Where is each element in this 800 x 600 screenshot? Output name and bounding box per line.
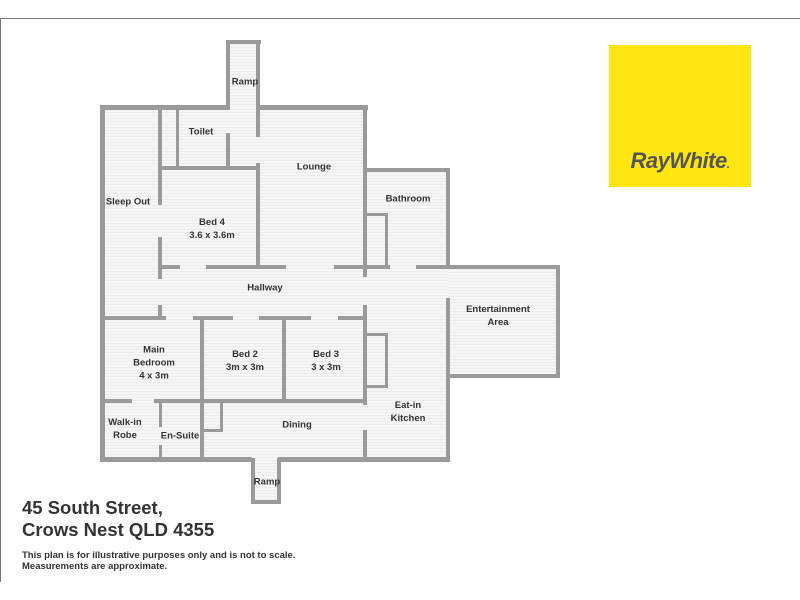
disclaimer-line1: This plan is for illustrative purposes o…	[22, 550, 296, 561]
property-address: 45 South Street, Crows Nest QLD 4355	[22, 497, 214, 541]
floor-east-block	[366, 170, 448, 459]
wall	[220, 402, 223, 432]
wall	[363, 305, 367, 405]
room-label-kitchen: Eat-in Kitchen	[391, 399, 426, 425]
wall	[366, 385, 388, 388]
room-dimensions: 3m x 3m	[225, 362, 265, 373]
room-name: Walk-in	[108, 417, 142, 428]
room-dimensions: 3.6 x 3.6m	[189, 230, 235, 241]
wall	[256, 105, 368, 110]
room-name-line2: Area	[487, 317, 509, 328]
wall	[160, 265, 180, 269]
wall	[446, 168, 450, 268]
address-line2: Crows Nest QLD 4355	[22, 519, 215, 540]
room-name-line2: Robe	[113, 430, 137, 441]
wall	[251, 500, 281, 504]
wall	[256, 40, 260, 108]
wall	[338, 316, 366, 320]
wall	[203, 429, 223, 432]
room-name: Main	[143, 344, 165, 356]
wall	[334, 265, 390, 269]
wall	[226, 40, 261, 44]
wall	[100, 105, 230, 110]
wall	[366, 213, 388, 216]
room-label-bathroom: Bathroom	[385, 193, 431, 205]
room-label-entertainment: Entertainment Area	[466, 303, 530, 329]
wall	[193, 316, 233, 320]
wall	[256, 163, 260, 269]
wall	[226, 133, 230, 169]
room-label-ramp-top: Ramp	[231, 76, 259, 88]
room-label-ramp-bottom: Ramp	[253, 476, 281, 488]
wall	[226, 40, 230, 108]
room-name-line2: Kitchen	[390, 413, 426, 424]
frame-top-border	[0, 18, 800, 19]
room-label-main-bedroom: Main Bedroom 4 x 3m	[133, 344, 175, 383]
room-name: Entertainment	[466, 304, 530, 315]
wall	[159, 399, 162, 427]
wall	[158, 305, 162, 319]
wall	[363, 430, 367, 462]
raywhite-logo: RayWhite.	[609, 45, 751, 187]
wall	[363, 105, 367, 277]
room-dimensions: 3 x 3m	[311, 362, 341, 373]
wall	[159, 445, 162, 461]
address-line1: 45 South Street,	[22, 497, 163, 518]
room-name-line2: Bedroom	[133, 357, 175, 369]
wall	[363, 168, 450, 172]
room-label-sleep-out: Sleep Out	[105, 196, 151, 208]
room-label-bed-4: Bed 4 3.6 x 3.6m	[189, 216, 234, 242]
room-label-walk-in-robe: Walk-in Robe	[108, 416, 141, 442]
wall	[100, 105, 105, 462]
wall	[176, 105, 179, 168]
wall	[158, 237, 162, 279]
room-label-toilet: Toilet	[188, 126, 214, 138]
room-label-bed-3: Bed 3 3 x 3m	[311, 348, 341, 374]
disclaimer-line2: Measurements are approximate.	[22, 561, 168, 572]
room-name: Bed 4	[199, 217, 225, 228]
disclaimer: This plan is for illustrative purposes o…	[22, 550, 295, 572]
wall	[446, 298, 450, 462]
wall	[200, 316, 204, 462]
wall	[556, 265, 560, 378]
room-name: Bed 2	[232, 349, 258, 360]
wall	[385, 333, 388, 388]
room-name: Bed 3	[313, 349, 339, 360]
floor-ramp-top	[229, 42, 259, 108]
wall	[158, 105, 162, 205]
wall	[100, 399, 132, 403]
logo-dot: .	[726, 157, 730, 171]
wall	[206, 265, 286, 269]
wall	[366, 333, 388, 336]
wall	[448, 374, 560, 378]
room-name: Eat-in	[394, 400, 422, 411]
floor-ramp-bottom	[253, 458, 279, 502]
wall	[385, 213, 388, 268]
room-label-dining: Dining	[282, 419, 312, 431]
room-label-lounge: Lounge	[296, 161, 332, 173]
room-label-hallway: Hallway	[247, 282, 283, 294]
wall	[282, 316, 286, 402]
room-label-en-suite: En-Suite	[160, 430, 200, 442]
room-label-bed-2: Bed 2 3m x 3m	[226, 348, 264, 374]
wall	[251, 458, 255, 504]
logo-text: RayWhite.	[609, 148, 751, 174]
wall	[154, 399, 366, 403]
wall	[158, 166, 260, 170]
wall	[100, 316, 166, 320]
wall	[100, 457, 252, 462]
logo-wordmark: RayWhite	[630, 148, 727, 173]
wall	[416, 265, 560, 269]
wall	[256, 105, 260, 137]
frame-left-border	[0, 18, 1, 582]
wall	[277, 458, 281, 504]
room-dimensions: 4 x 3m	[139, 370, 169, 382]
floor-entertainment	[448, 267, 556, 375]
